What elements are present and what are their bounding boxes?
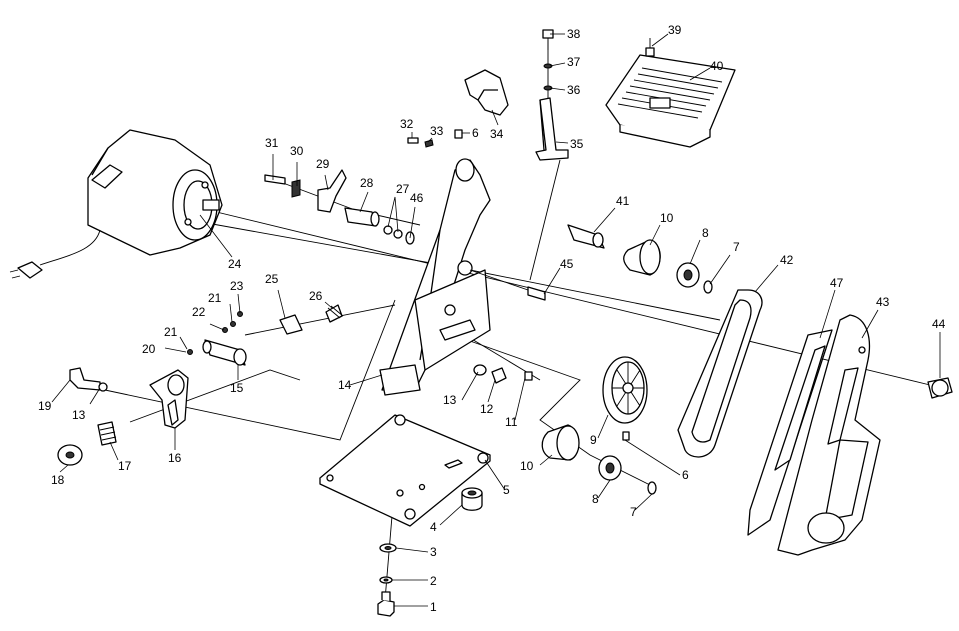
callout-41: 41 [616, 194, 630, 208]
callout-15: 15 [230, 381, 244, 395]
callout-44: 44 [932, 317, 946, 331]
callout-10-lower: 10 [520, 459, 534, 473]
base-fasteners [377, 543, 397, 617]
tension-knob [927, 377, 953, 399]
callout-8-upper: 8 [702, 226, 709, 240]
callout-39: 39 [668, 23, 682, 37]
callout-23: 23 [230, 279, 244, 293]
bolt-45 [469, 269, 546, 301]
callout-2: 2 [430, 574, 437, 588]
base-plate [319, 414, 491, 527]
callout-24: 24 [228, 257, 242, 271]
motor [9, 129, 223, 279]
callout-26: 26 [309, 289, 323, 303]
callout-13-middle: 13 [443, 393, 457, 407]
drive-shaft-upper [567, 224, 713, 294]
drive-wheel [602, 356, 648, 424]
callout-21-upper: 21 [208, 291, 222, 305]
callout-18: 18 [51, 473, 65, 487]
callout-12: 12 [480, 402, 494, 416]
callout-27: 27 [396, 182, 410, 196]
callout-14: 14 [338, 378, 352, 392]
platen [535, 97, 569, 161]
callout-43: 43 [876, 295, 890, 309]
callout-36: 36 [567, 83, 581, 97]
middle-fasteners [473, 364, 533, 384]
left-knob [57, 367, 117, 466]
callout-3: 3 [430, 545, 437, 559]
callout-47: 47 [830, 276, 844, 290]
callout-6-top: 6 [472, 126, 479, 140]
callout-17: 17 [118, 459, 132, 473]
belt-guard [777, 314, 881, 556]
callout-20: 20 [142, 342, 156, 356]
main-frame [379, 158, 491, 396]
callout-30: 30 [290, 144, 304, 158]
callout-6-lower: 6 [682, 468, 689, 482]
callout-11: 11 [505, 415, 518, 429]
callout-45: 45 [560, 257, 574, 271]
sanding-belt [677, 289, 763, 458]
shaft-assembly [187, 304, 344, 366]
callout-25: 25 [265, 272, 279, 286]
callout-5: 5 [503, 483, 510, 497]
callout-4: 4 [430, 520, 437, 534]
callout-31: 31 [265, 136, 279, 150]
callout-28: 28 [360, 176, 374, 190]
callout-16: 16 [168, 451, 182, 465]
callout-7-lower: 7 [630, 505, 637, 519]
callout-38: 38 [567, 27, 581, 41]
callout-37: 37 [567, 55, 581, 69]
callout-1: 1 [430, 600, 437, 614]
inner-guard [747, 329, 833, 536]
callout-29: 29 [316, 157, 330, 171]
callout-7-upper: 7 [733, 240, 740, 254]
callout-33: 33 [430, 124, 444, 138]
callout-13-left: 13 [72, 408, 86, 422]
rubber-foot [461, 487, 483, 511]
callout-21-lower: 21 [164, 325, 178, 339]
callout-9: 9 [590, 433, 597, 447]
callout-32: 32 [400, 117, 414, 131]
callout-10-upper: 10 [660, 211, 674, 225]
callout-22: 22 [192, 305, 206, 319]
callout-35: 35 [570, 137, 584, 151]
callout-34: 34 [490, 127, 504, 141]
callout-42: 42 [780, 253, 794, 267]
platen-screws [542, 29, 554, 91]
callout-leaders [51, 33, 941, 607]
callout-40: 40 [710, 59, 724, 73]
pivot-arm [149, 369, 189, 429]
callout-labels: 1 2 3 4 5 6 6 7 7 8 8 9 10 10 11 12 13 1… [38, 23, 946, 614]
callout-46: 46 [410, 191, 424, 205]
callout-19: 19 [38, 399, 52, 413]
tension-assembly [264, 169, 415, 245]
belt-guard-cover [464, 69, 509, 116]
work-table [605, 38, 736, 148]
callout-8-lower: 8 [592, 492, 599, 506]
